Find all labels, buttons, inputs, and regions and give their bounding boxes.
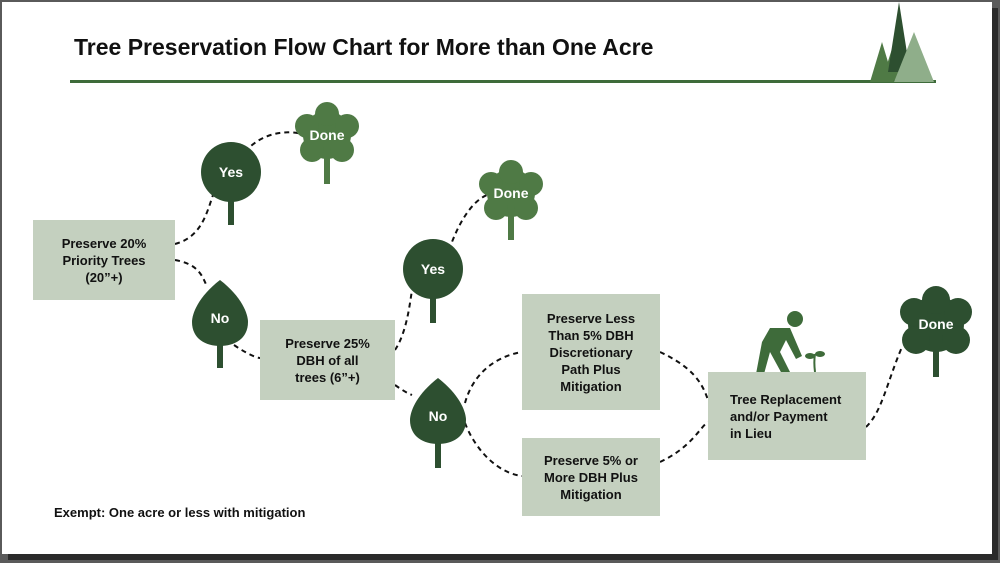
done-tree-3 xyxy=(900,286,972,377)
box-line: Mitigation xyxy=(560,378,622,394)
box-line: More DBH Plus xyxy=(544,469,638,485)
box-line: in Lieu xyxy=(730,425,772,441)
box-preserve-20-priority: Preserve 20% Priority Trees (20”+) xyxy=(33,220,175,300)
box-preserve-25-dbh: Preserve 25% DBH of all trees (6”+) xyxy=(260,320,395,400)
no-leaf-2 xyxy=(410,378,466,468)
yes-label-1: Yes xyxy=(218,164,244,180)
box-line: and/or Payment xyxy=(730,408,828,424)
box-line: trees (6”+) xyxy=(295,369,360,385)
box-line: Priority Trees xyxy=(62,252,146,268)
done-tree-2 xyxy=(479,160,543,240)
box-line: Preserve 5% or xyxy=(544,452,638,468)
box-line: Preserve Less xyxy=(546,310,636,326)
title-rule xyxy=(70,80,936,83)
pine-trees-icon xyxy=(870,2,934,82)
yes-label-2: Yes xyxy=(420,261,446,277)
box-line: Path Plus xyxy=(561,361,621,377)
slide: Tree Preservation Flow Chart for More th… xyxy=(2,2,992,554)
flow-diagram xyxy=(174,2,972,477)
done-label-2: Done xyxy=(493,185,529,201)
box-line: Preserve 20% xyxy=(61,235,147,251)
yes-node-2 xyxy=(403,239,463,323)
box-line: DBH of all xyxy=(296,352,359,368)
person-planting-icon xyxy=(750,311,830,376)
done-label-3: Done xyxy=(918,316,954,332)
yes-node-1 xyxy=(201,142,261,225)
done-tree-1 xyxy=(295,102,359,184)
no-leaf-1 xyxy=(192,280,248,368)
box-preserve-5-more: Preserve 5% or More DBH Plus Mitigation xyxy=(522,438,660,516)
exempt-note: Exempt: One acre or less with mitigation xyxy=(54,505,306,520)
box-line: Preserve 25% xyxy=(285,335,370,351)
box-line: (20”+) xyxy=(85,269,123,285)
page-title: Tree Preservation Flow Chart for More th… xyxy=(74,34,654,60)
box-line: Mitigation xyxy=(560,486,622,502)
box-line: Tree Replacement xyxy=(730,391,842,407)
no-label-2: No xyxy=(428,408,448,424)
connectors xyxy=(174,131,903,477)
box-line: Than 5% DBH xyxy=(548,327,634,343)
done-label-1: Done xyxy=(309,127,345,143)
box-tree-replacement: Tree Replacement and/or Payment in Lieu xyxy=(708,372,866,460)
box-line: Discretionary xyxy=(549,344,633,360)
box-preserve-less-5: Preserve Less Than 5% DBH Discretionary … xyxy=(522,294,660,410)
no-label-1: No xyxy=(210,310,230,326)
